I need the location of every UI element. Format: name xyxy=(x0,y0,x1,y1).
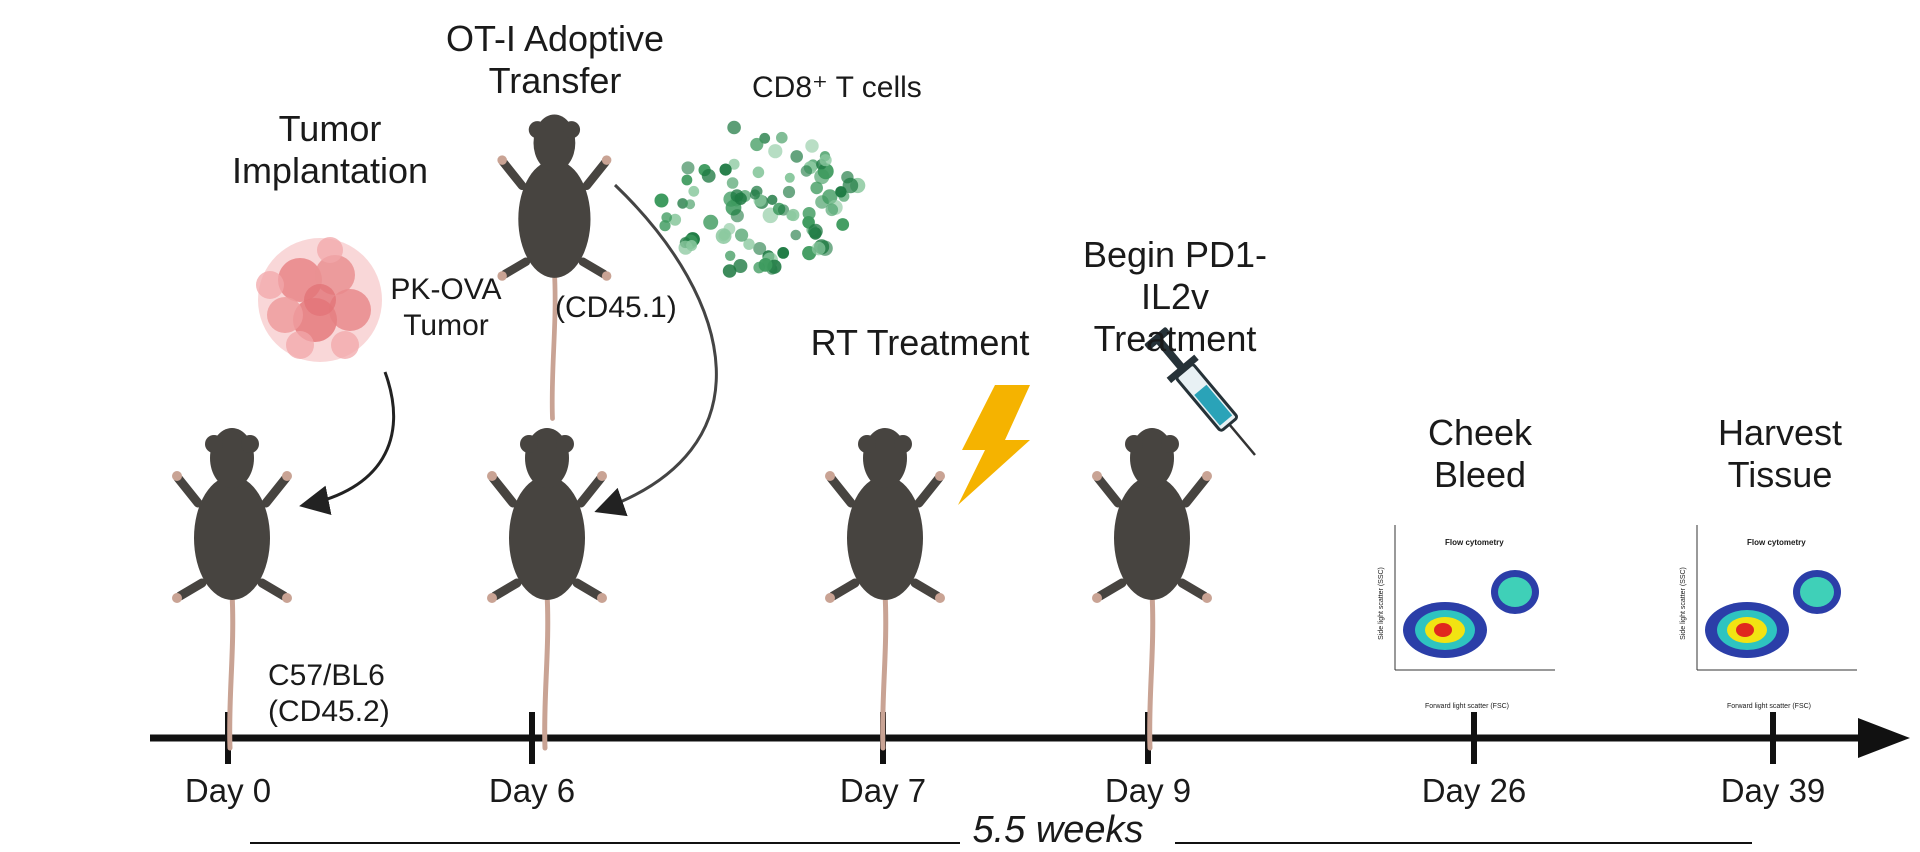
t-cell-dot xyxy=(777,247,790,259)
t-cell-dot xyxy=(752,166,765,179)
t-cell-dot xyxy=(825,203,839,217)
t-cell-dot xyxy=(735,228,749,242)
t-cell-dot xyxy=(701,169,716,183)
t-cell-dot xyxy=(814,169,830,185)
t-cell-dot xyxy=(758,258,773,272)
t-cell-dot xyxy=(790,229,802,241)
t-cell-dot xyxy=(725,250,736,261)
t-cell-cloud-icon xyxy=(654,120,866,278)
day-label: Day 0 xyxy=(184,772,272,809)
duration-label: 5.5 weeks xyxy=(972,809,1144,851)
t-cell-dot xyxy=(685,199,696,210)
t-cell-dot xyxy=(688,185,700,197)
t-cell-dot xyxy=(835,186,847,198)
t-cell-dot xyxy=(681,174,693,186)
t-cell-dot xyxy=(819,154,832,167)
host-strain-label: C57/BL6(CD45.2) xyxy=(268,659,390,728)
t-cell-dot xyxy=(811,241,826,256)
t-cell-dot xyxy=(802,207,816,220)
t-cell-dot xyxy=(669,213,682,226)
flow-plot-xlabel: Forward light scatter (FSC) xyxy=(1425,703,1510,710)
t-cell-dot xyxy=(686,240,698,251)
t-cell-dot xyxy=(786,210,797,221)
t-cell-dot xyxy=(733,259,748,273)
t-cell-dot xyxy=(730,189,744,203)
mouse-icon xyxy=(1092,428,1212,748)
t-cell-dot xyxy=(703,214,719,230)
flow-cytometry-plot-icon: Flow cytometry Forward light scatter (FS… xyxy=(1375,520,1555,710)
t-cell-dot xyxy=(808,223,823,239)
t-cell-dot xyxy=(782,185,796,199)
day-label: Day 26 xyxy=(1421,772,1527,809)
day-label: Day 9 xyxy=(1104,772,1192,809)
t-cell-dot xyxy=(776,131,788,144)
t-cell-dot xyxy=(768,144,783,159)
t-cell-dot xyxy=(728,158,740,170)
t-cell-dot xyxy=(715,228,732,245)
flow-plot-title: Flow cytometry xyxy=(1445,538,1504,547)
arrow-tumor-to-mouse xyxy=(299,371,395,515)
flow-plot-ylabel: Side light scatter (SSC) xyxy=(1679,567,1687,640)
t-cell-dot xyxy=(743,238,755,250)
day-label: Day 6 xyxy=(488,772,576,809)
t-cell-dot xyxy=(661,212,672,223)
t-cell-dot xyxy=(677,198,688,209)
mouse-icon xyxy=(825,428,945,748)
flow-plot-title: Flow cytometry xyxy=(1747,538,1806,547)
cells-label: CD8⁺ T cells xyxy=(752,71,922,104)
t-cell-dot xyxy=(790,150,803,163)
t-cell-dot xyxy=(805,139,819,153)
syringe-icon xyxy=(1144,327,1256,456)
t-cell-dot xyxy=(810,181,823,195)
t-cell-dot xyxy=(842,177,859,194)
flow-plot-xlabel: Forward light scatter (FSC) xyxy=(1727,703,1812,710)
t-cell-dot xyxy=(750,137,764,152)
day-label: Day 39 xyxy=(1720,772,1826,809)
tumor-cluster-icon xyxy=(256,237,382,362)
t-cell-dot xyxy=(659,220,671,232)
flow-cytometry-plot-icon: Flow cytometry Forward light scatter (FS… xyxy=(1677,520,1857,710)
arrow-transfer-to-mouse xyxy=(594,183,718,517)
t-cell-dot xyxy=(749,189,761,200)
t-cell-dot xyxy=(784,172,795,183)
t-cell-dot xyxy=(719,163,732,176)
t-cell-dot xyxy=(654,193,669,208)
t-cell-dot xyxy=(777,204,790,216)
t-cell-dot xyxy=(722,264,737,278)
day-label: Day 7 xyxy=(839,772,927,809)
flow-plot-ylabel: Side light scatter (SSC) xyxy=(1377,567,1385,640)
t-cell-dot xyxy=(730,209,744,223)
t-cell-dot xyxy=(800,165,813,177)
t-cell-dot xyxy=(767,194,778,205)
step-title-rt-treatment: RT Treatment xyxy=(810,322,1030,363)
timeline-axis xyxy=(150,712,1910,764)
mouse-icon xyxy=(497,115,611,419)
t-cell-dot xyxy=(836,218,850,231)
t-cell-dot xyxy=(726,177,739,189)
t-cell-dot xyxy=(727,120,741,135)
t-cell-dot xyxy=(753,242,767,255)
t-cell-dot xyxy=(681,161,695,175)
donor-strain-label: (CD45.1) xyxy=(555,291,677,324)
lightning-bolt-icon xyxy=(958,385,1030,505)
mouse-icon xyxy=(487,428,607,748)
